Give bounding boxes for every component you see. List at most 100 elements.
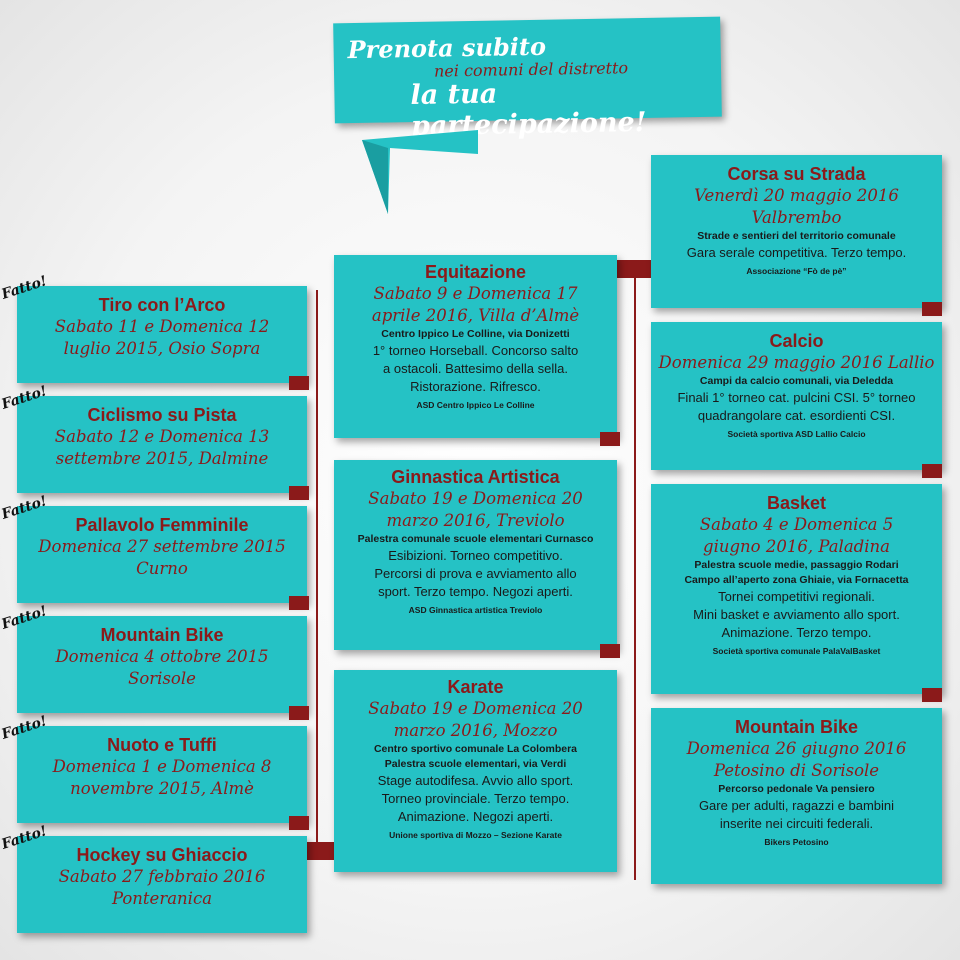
card-tab: [600, 432, 620, 446]
event-title: Basket: [766, 493, 827, 513]
header-banner: Prenota subito nei comuni del distretto …: [333, 16, 722, 142]
event-date: settembre 2015, Dalmine: [55, 449, 269, 468]
event-date: Ponteranica: [111, 889, 213, 908]
card-tab: [922, 464, 942, 478]
card-tab: [289, 706, 309, 720]
event-date: Sabato 19 e Domenica 20: [368, 699, 583, 718]
event-organizer: Bikers Petosino: [764, 837, 829, 847]
event-card: Fatto! Hockey su Ghiaccio Sabato 27 febb…: [0, 823, 307, 933]
event-venue: Palestra scuole elementari, via Verdi: [384, 758, 567, 770]
event-description: Animazione. Terzo tempo.: [721, 625, 872, 640]
event-description: sport. Terzo tempo. Negozi aperti.: [378, 584, 573, 599]
event-venue: Centro Ippico Le Colline, via Donizetti: [381, 328, 570, 340]
event-description: Stage autodifesa. Avvio allo sport.: [377, 773, 574, 788]
event-date: Sorisole: [128, 669, 196, 688]
event-card: Mountain Bike Domenica 26 giugno 2016 Pe…: [651, 708, 942, 884]
event-title: Pallavolo Femminile: [75, 515, 249, 535]
event-card: Basket Sabato 4 e Domenica 5 giugno 2016…: [651, 484, 942, 694]
event-title: Mountain Bike: [100, 625, 224, 645]
event-venue: Palestra scuole medie, passaggio Rodari: [694, 559, 899, 571]
event-card: Fatto! Tiro con l’Arco Sabato 11 e Domen…: [0, 273, 307, 383]
event-description: Torneo provinciale. Terzo tempo.: [381, 791, 570, 806]
event-title: Ciclismo su Pista: [87, 405, 237, 425]
event-description: a ostacoli. Battesimo della sella.: [383, 361, 568, 376]
event-title: Ginnastica Artistica: [391, 467, 560, 487]
event-card: Calcio Domenica 29 maggio 2016 Lallio Ca…: [651, 322, 942, 470]
event-description: inserite nei circuiti federali.: [719, 816, 874, 831]
event-date: luglio 2015, Osio Sopra: [63, 339, 261, 358]
event-card: Fatto! Ciclismo su Pista Sabato 12 e Dom…: [0, 383, 307, 493]
event-description: Mini basket e avviamento allo sport.: [693, 607, 900, 622]
event-organizer: Associazione “Fò de pè”: [746, 266, 847, 276]
event-venue: Percorso pedonale Va pensiero: [718, 783, 875, 795]
event-date: aprile 2016, Villa d’Almè: [371, 306, 580, 325]
event-organizer: Società sportiva ASD Lallio Calcio: [727, 429, 866, 439]
event-title: Nuoto e Tuffi: [107, 735, 217, 755]
event-date: Domenica 1 e Domenica 8: [52, 757, 272, 776]
event-date: Sabato 4 e Domenica 5: [699, 515, 894, 534]
event-description: 1° torneo Horseball. Concorso salto: [372, 343, 579, 358]
connector-left-mid: [307, 842, 334, 860]
connector-mid-right: [617, 260, 651, 278]
event-date: Domenica 27 settembre 2015: [38, 537, 286, 556]
event-date: giugno 2016, Paladina: [703, 537, 890, 556]
event-card: Fatto! Mountain Bike Domenica 4 ottobre …: [0, 603, 307, 713]
event-description: Ristorazione. Rifresco.: [410, 379, 541, 394]
card-tab: [289, 486, 309, 500]
event-date: Venerdì 20 maggio 2016: [694, 186, 899, 205]
event-description: Animazione. Negozi aperti.: [397, 809, 554, 824]
event-title: Calcio: [769, 331, 824, 351]
event-title: Tiro con l’Arco: [98, 295, 226, 315]
event-venue: Centro sportivo comunale La Colombera: [373, 743, 578, 755]
event-venue: Palestra comunale scuole elementari Curn…: [357, 533, 594, 545]
card-tab: [922, 302, 942, 316]
card-tab: [922, 688, 942, 702]
event-title: Equitazione: [424, 262, 526, 282]
event-date: Sabato 11 e Domenica 12: [54, 317, 270, 336]
event-card: Fatto! Nuoto e Tuffi Domenica 1 e Domeni…: [0, 713, 307, 823]
event-title: Karate: [447, 677, 504, 697]
event-date: Sabato 9 e Domenica 17: [373, 284, 578, 303]
event-venue: Campo all’aperto zona Ghiaie, via Fornac…: [684, 574, 909, 586]
event-date: Domenica 26 giugno 2016: [686, 739, 907, 758]
connector-vertical-mid: [634, 260, 636, 880]
event-venue: Strade e sentieri del territorio comunal…: [697, 230, 896, 242]
event-description: Tornei competitivi regionali.: [718, 589, 875, 604]
event-venue: Campi da calcio comunali, via Deledda: [699, 375, 894, 387]
event-description: Gare per adulti, ragazzi e bambini: [698, 798, 895, 813]
event-date: Curno: [136, 559, 188, 578]
card-tab: [600, 644, 620, 658]
banner-ribbon-tail: [362, 130, 478, 214]
card-tab: [289, 376, 309, 390]
event-title: Corsa su Strada: [727, 164, 866, 184]
event-description: Gara serale competitiva. Terzo tempo.: [686, 245, 907, 260]
event-date: Sabato 19 e Domenica 20: [368, 489, 583, 508]
connector-vertical-left: [316, 290, 318, 856]
event-description: Esibizioni. Torneo competitivo.: [388, 548, 563, 563]
event-card: Ginnastica Artistica Sabato 19 e Domenic…: [334, 460, 617, 650]
card-tab: [289, 596, 309, 610]
event-organizer: ASD Ginnastica artistica Treviolo: [408, 605, 543, 615]
event-date: Sabato 27 febbraio 2016: [58, 867, 266, 886]
event-card: Fatto! Pallavolo Femminile Domenica 27 s…: [0, 493, 307, 603]
event-description: quadrangolare cat. esordienti CSI.: [697, 408, 896, 423]
event-card: Equitazione Sabato 9 e Domenica 17 april…: [334, 255, 617, 438]
event-organizer: ASD Centro Ippico Le Colline: [416, 400, 535, 410]
event-date: Valbrembo: [751, 208, 842, 227]
event-date: Sabato 12 e Domenica 13: [54, 427, 270, 446]
event-date: marzo 2016, Mozzo: [393, 721, 558, 740]
event-date: Domenica 29 maggio 2016 Lallio: [658, 353, 935, 372]
event-card: Corsa su Strada Venerdì 20 maggio 2016 V…: [651, 155, 942, 308]
event-title: Hockey su Ghiaccio: [76, 845, 248, 865]
card-tab: [289, 816, 309, 830]
event-date: novembre 2015, Almè: [70, 779, 254, 798]
event-card: Karate Sabato 19 e Domenica 20 marzo 201…: [334, 670, 617, 872]
event-date: Petosino di Sorisole: [713, 761, 880, 780]
event-title: Mountain Bike: [734, 717, 858, 737]
event-description: Percorsi di prova e avviamento allo: [374, 566, 577, 581]
event-description: Finali 1° torneo cat. pulcini CSI. 5° to…: [677, 390, 916, 405]
event-date: marzo 2016, Treviolo: [386, 511, 565, 530]
event-organizer: Società sportiva comunale PalaValBasket: [712, 646, 881, 656]
event-date: Domenica 4 ottobre 2015: [55, 647, 269, 666]
event-organizer: Unione sportiva di Mozzo – Sezione Karat…: [389, 830, 562, 840]
